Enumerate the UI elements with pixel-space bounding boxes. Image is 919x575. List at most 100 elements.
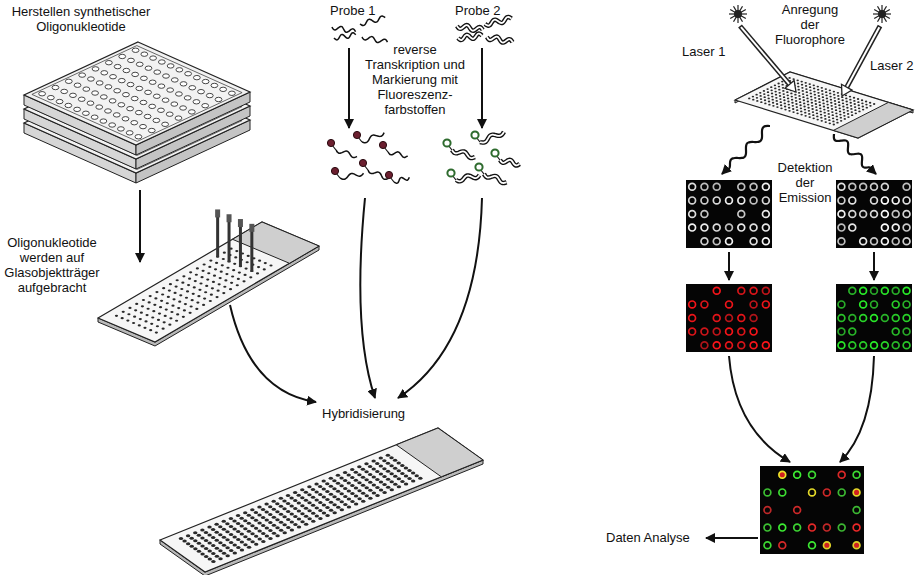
scanned-slide [816,119,818,121]
hybridization-slide [339,476,343,479]
hybridization-slide [332,479,336,482]
scanned-slide [811,102,813,104]
hybridization-slide [272,508,276,511]
spotting-slide [203,298,206,300]
hybridization-slide [268,513,272,516]
spotting-slide [126,319,129,321]
hybridization-slide [264,503,268,506]
hybridization-slide [190,545,194,548]
step-label: Daten Analyse [606,530,690,545]
hybridization-slide [357,497,361,500]
scan-image [686,180,772,248]
scanned-slide [792,108,794,110]
sample-molecules [480,132,504,143]
spotting-slide [220,271,223,273]
scanned-slide [838,107,840,109]
spotting-pins [238,219,243,227]
scanned-slide [791,99,793,101]
spotting-pins [227,214,232,222]
scan-image [892,238,899,245]
well-plate-stack [167,88,174,92]
scanned-slide [774,88,776,90]
well-plate-stack [74,107,81,111]
flow-arrow [230,305,316,402]
hybridization-slide [247,538,251,541]
scanned-slide [837,92,839,94]
hybridization-slide [347,505,351,508]
scan-image [860,183,867,190]
sample-molecules [484,174,507,183]
hybridization-slide [396,428,483,477]
hybridization-slide [332,503,336,506]
scan-image [762,224,769,231]
hybridization-slide [357,465,361,468]
hybridization-slide [279,505,283,508]
scanned-slide [807,101,809,103]
scanned-slide [849,99,851,101]
hybridization-slide [397,461,401,464]
spotting-slide [143,327,146,329]
scan-image [881,197,888,204]
hybridization-slide [397,477,401,480]
scanned-slide [811,108,813,110]
well-plate-stack [193,75,200,79]
hybridization-slide [325,482,329,485]
scanned-slide [821,93,823,95]
scan-image [809,471,816,478]
spotting-slide [149,329,152,331]
hybridization-slide [368,481,372,484]
scanned-slide [748,98,750,100]
scan-image [838,489,845,496]
scanned-slide [858,107,860,109]
scanned-slide [829,122,831,124]
laser-name: Laser 1 [682,44,725,59]
sample-molecules [500,160,520,166]
scan-image [849,224,856,231]
hybridization-slide [264,511,268,514]
well-plate-stack [39,48,236,139]
spotting-slide [200,276,203,278]
scanned-slide [842,106,844,108]
scanned-slide [796,106,798,108]
hybridization-slide [207,542,211,545]
scan-image [794,507,801,514]
scanned-slide [807,104,809,106]
scanned-slide [833,102,913,138]
spotting-slide [159,306,162,308]
scan-image [713,342,720,349]
hybridization-slide [389,472,393,475]
scanned-slide [796,109,798,111]
hybridization-slide [382,459,386,462]
scan-image [779,489,786,496]
scan-image [853,542,860,549]
hybridization-slide [318,517,322,520]
spotting-slide [214,268,217,270]
scanned-slide [796,112,798,114]
scan-image [738,197,745,204]
well-plate-stack [150,56,157,60]
hybridization-slide [225,546,229,549]
scan-image [750,315,757,322]
scanned-slide [805,85,807,87]
scan-image [726,328,733,335]
well-plate-stack [158,108,165,112]
spotting-slide [237,278,240,280]
hybridization-slide [290,528,294,531]
scan-image [838,301,845,308]
spotting-slide [249,276,252,278]
spotting-slide [98,222,319,342]
spotting-slide [211,287,214,289]
scanned-slide [830,99,832,101]
hybridization-slide [275,534,279,537]
scanned-slide [838,104,840,106]
hybridization-slide [240,549,244,552]
hybridization-slide [182,540,186,543]
hybridization-slide [343,479,347,482]
flow-arrow [398,198,482,398]
scan-image [838,211,845,218]
sample-molecules [331,167,338,174]
spotting-slide [231,275,234,277]
well-plate-stack [141,52,148,56]
sample-molecules [487,37,512,43]
spotting-slide [163,321,166,323]
